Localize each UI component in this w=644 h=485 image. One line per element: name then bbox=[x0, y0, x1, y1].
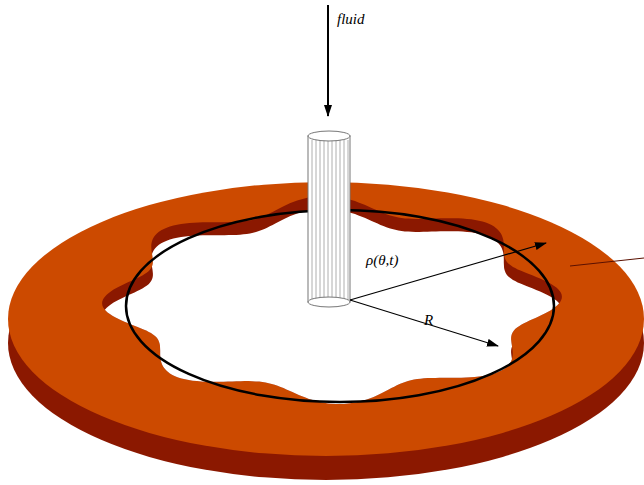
radius-label: R bbox=[424, 313, 433, 328]
radius-arrow bbox=[350, 243, 546, 300]
radius-label: ρ(θ,t) bbox=[366, 253, 398, 268]
injection-tube bbox=[308, 131, 350, 307]
flow-label: fluid bbox=[337, 12, 365, 27]
disk-mark bbox=[570, 258, 644, 266]
radius-arrow bbox=[350, 300, 498, 346]
flow-arrow bbox=[327, 5, 329, 116]
